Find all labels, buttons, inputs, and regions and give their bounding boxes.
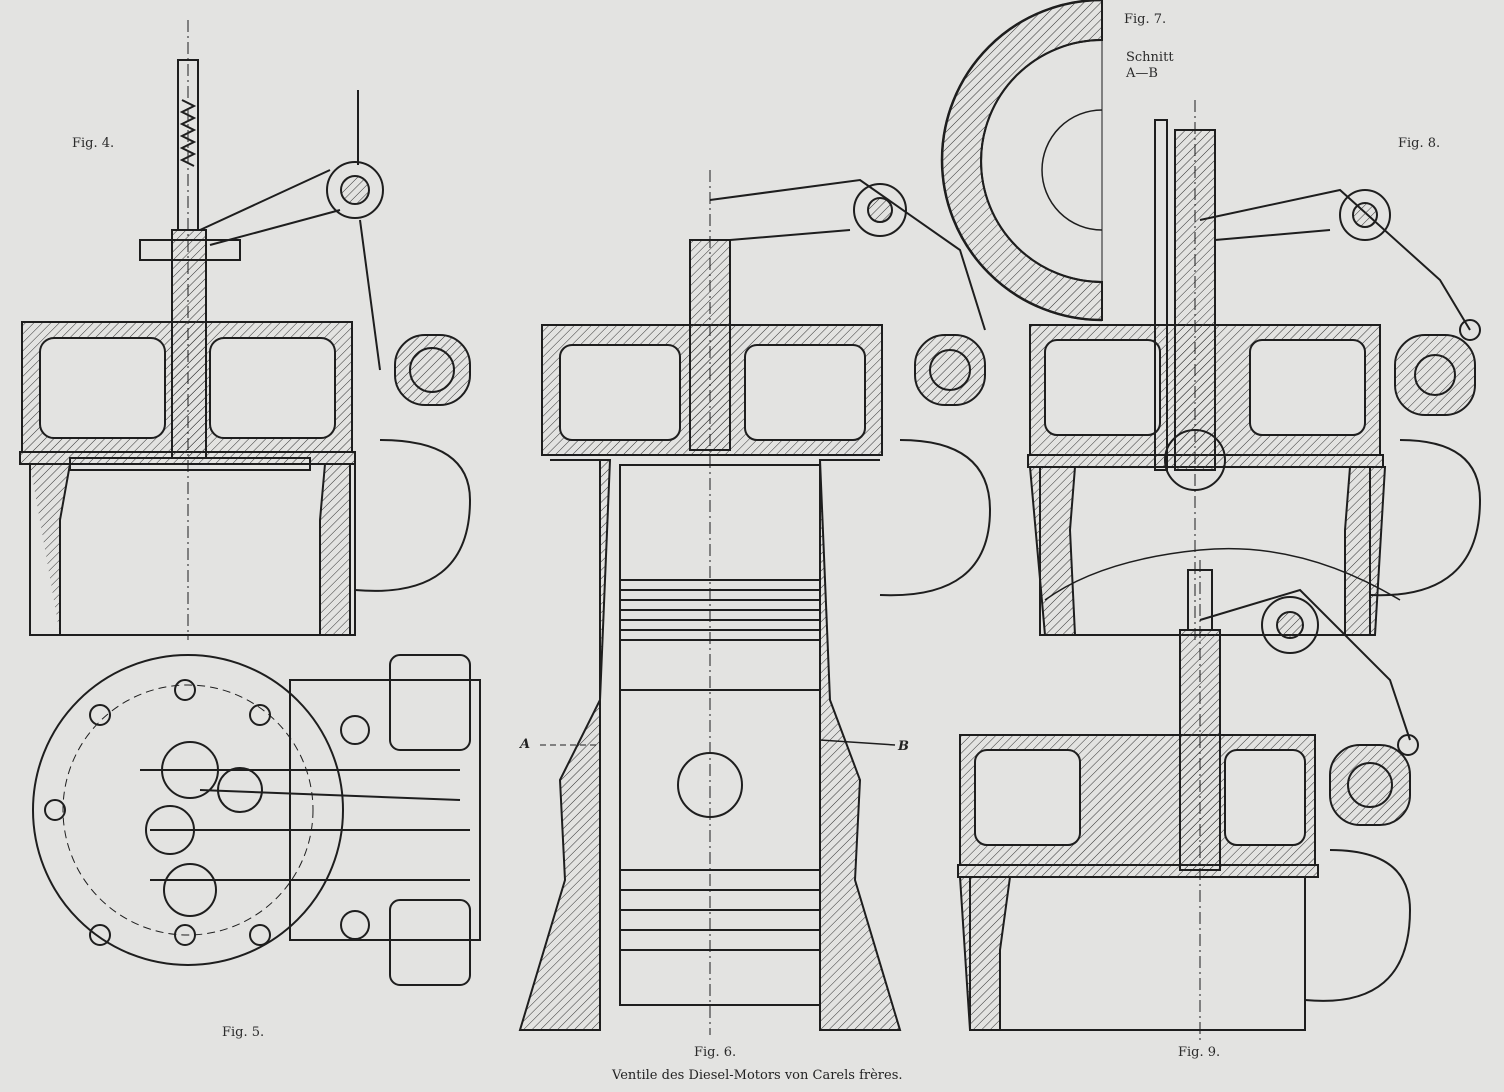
section-marker-a: A bbox=[520, 737, 531, 752]
drawing-caption: Ventile des Diesel-Motors von Carels frè… bbox=[612, 1068, 903, 1083]
fig6-drawing bbox=[518, 170, 992, 1035]
section-marker-b: B bbox=[898, 739, 909, 754]
fig7-section-ab-label: A—B bbox=[1126, 66, 1158, 81]
fig7-drawing bbox=[940, 0, 1103, 322]
fig8-label: Fig. 8. bbox=[1398, 136, 1441, 151]
fig5-label: Fig. 5. bbox=[222, 1025, 265, 1040]
fig9-label: Fig. 9. bbox=[1178, 1045, 1221, 1060]
fig4-label: Fig. 4. bbox=[72, 136, 115, 151]
fig5-drawing bbox=[32, 654, 481, 986]
fig7-label: Fig. 7. bbox=[1124, 12, 1167, 27]
fig6-label: Fig. 6. bbox=[694, 1045, 737, 1060]
fig7-section-label: Schnitt bbox=[1126, 50, 1174, 65]
fig4-drawing bbox=[19, 20, 472, 640]
fig8-drawing bbox=[1027, 100, 1482, 640]
fig9-drawing bbox=[957, 547, 1419, 1040]
